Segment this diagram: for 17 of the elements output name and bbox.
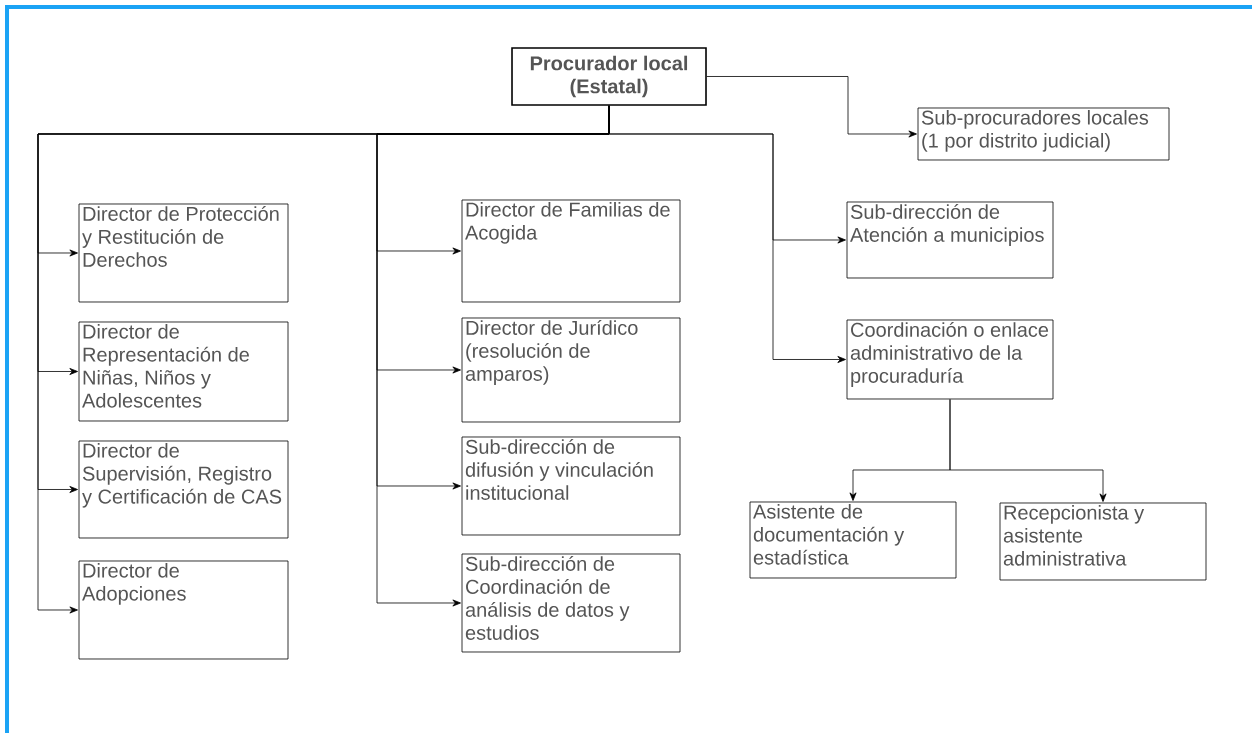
role-box: Recepcionista y asistente administrativa (999, 502, 1207, 581)
connector-arrow (949, 399, 1107, 502)
role-box: Sub-dirección de Atención a municipios (846, 201, 1054, 279)
connector-arrow (608, 105, 846, 363)
connector-arrow (706, 76, 917, 138)
role-box: Director de Adopciones (78, 560, 289, 660)
role-box: Asistente de documentación y estadística (749, 501, 957, 579)
role-box: Director de Protección y Restitución de Derechos (78, 203, 289, 303)
title-box: Procurador local (Estatal) (511, 47, 707, 106)
role-box: Sub-procuradores locales (1 por distrito judicial) (917, 107, 1170, 161)
role-box: Director de Jurídico (resolución de amparos) (461, 317, 681, 423)
role-box: Sub-dirección de difusión y vinculación institucional (461, 436, 681, 536)
role-box: Coordinación o enlace administrativo de la procuraduría (846, 319, 1054, 400)
role-box: Director de Representación de Niñas, Niños y Adolescentes (78, 321, 289, 422)
role-box: Director de Supervisión, Registro y Certificación de CAS (78, 440, 289, 539)
role-box: Sub-dirección de Coordinación de análisis de datos y estudios (461, 553, 681, 653)
role-box: Director de Familias de Acogida (461, 199, 681, 303)
